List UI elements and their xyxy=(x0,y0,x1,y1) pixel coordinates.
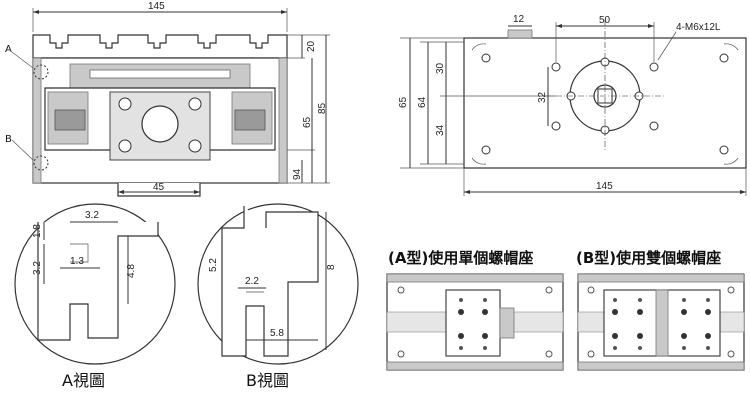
dim-50: 50 xyxy=(599,15,611,26)
dim-h20: 20 xyxy=(306,40,317,52)
side-view: 12 50 4-M6x12L 65 64 30 34 32 145 xyxy=(398,14,747,196)
detail-a-view: 3.2 1.8 3.2 1.3 4.8 A視圖 xyxy=(14,203,176,390)
dim-h85: 85 xyxy=(317,102,328,114)
callout-b: B xyxy=(5,134,12,145)
dim-bottom: 45 xyxy=(153,182,165,193)
detail-b-dim-52: 5.2 xyxy=(208,258,219,272)
detail-b-caption: B視圖 xyxy=(246,371,289,390)
callout-a: A xyxy=(5,44,12,55)
dim-65: 65 xyxy=(398,96,409,108)
dim-64: 64 xyxy=(417,96,428,108)
detail-a-dim-48: 4.8 xyxy=(126,264,137,278)
dim-h65: 65 xyxy=(302,116,313,128)
dim-145: 145 xyxy=(596,181,613,192)
detail-a-dim-13: 1.3 xyxy=(70,256,84,267)
detail-a-dim-32: 3.2 xyxy=(85,210,99,221)
type-b-panel: (B型)使用雙個螺帽座 xyxy=(576,249,745,371)
dim-30: 30 xyxy=(435,62,446,74)
detail-b-dim-8: 8 xyxy=(326,264,337,270)
dim-width: 145 xyxy=(148,1,165,12)
detail-a-dim-32v: 3.2 xyxy=(32,261,43,275)
detail-b-dim-22: 2.2 xyxy=(245,276,259,287)
detail-a-caption: A視圖 xyxy=(62,371,105,390)
dim-thread: 4-M6x12L xyxy=(676,22,721,33)
type-a-title: (A型)使用單個螺帽座 xyxy=(388,249,533,267)
type-a-panel: (A型)使用單個螺帽座 xyxy=(386,249,564,371)
detail-b-view: 5.2 2.2 8 5.8 B視圖 xyxy=(197,203,359,390)
detail-a-dim-18: 1.8 xyxy=(32,224,43,238)
detail-b-dim-58: 5.8 xyxy=(270,328,284,339)
type-b-title: (B型)使用雙個螺帽座 xyxy=(576,249,721,267)
front-view: 145 A B 45 xyxy=(5,1,330,197)
dim-32: 32 xyxy=(537,91,548,103)
dim-12: 12 xyxy=(513,14,525,25)
dim-h94: 94 xyxy=(292,168,303,180)
dim-34: 34 xyxy=(435,124,446,136)
